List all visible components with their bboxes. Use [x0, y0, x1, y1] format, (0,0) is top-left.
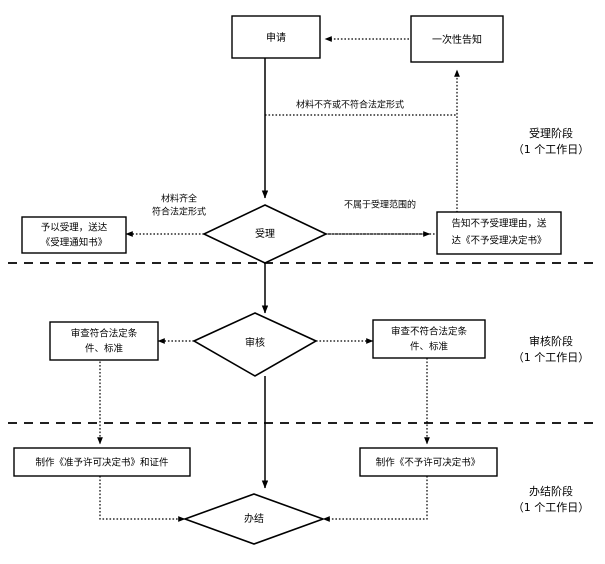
node-acceptance-label: 受理	[255, 228, 275, 240]
stage-label-completion-title: 办结阶段	[529, 484, 573, 498]
edge-accept-to-onetime	[300, 69, 460, 235]
edge-label-out-of-scope: 不属于受理范围的	[344, 199, 416, 211]
node-one-time-notice[interactable]: 一次性告知	[410, 15, 504, 63]
stage-label-completion: 办结阶段 （1 个工作日）	[513, 484, 590, 514]
stage-label-review-title: 审核阶段	[529, 334, 573, 348]
edge-permit-no-to-finish	[322, 476, 428, 522]
node-review-compliant[interactable]: 审查符合法定条 件、标准	[49, 321, 159, 361]
node-accept-and-notify-line1: 予以受理，送达	[41, 222, 108, 234]
node-review-label: 审核	[245, 336, 265, 349]
edge-permit-yes-to-finish	[99, 476, 186, 522]
node-review[interactable]: 审核	[192, 312, 318, 377]
node-review-noncompliant-line2: 件、标准	[410, 341, 449, 353]
node-review-noncompliant-line1: 审查不符合法定条	[391, 326, 468, 338]
node-review-compliant-line2: 件、标准	[85, 343, 124, 355]
stage-label-review-duration: （1 个工作日）	[513, 351, 590, 364]
node-apply-label: 申请	[266, 31, 286, 44]
node-one-time-notice-label: 一次性告知	[432, 33, 482, 46]
edge-label-materials-complete-line2: 符合法定形式	[152, 206, 206, 218]
edge-label-materials-complete-line1: 材料齐全	[161, 193, 197, 205]
stage-label-acceptance-duration: （1 个工作日）	[513, 143, 590, 156]
node-review-compliant-line1: 审查符合法定条	[71, 328, 138, 340]
edge-label-materials-incomplete: 材料不齐或不符合法定形式	[296, 99, 404, 111]
node-issue-permit-decision-label: 制作《准予许可决定书》和证件	[35, 457, 169, 469]
node-issue-permit-decision[interactable]: 制作《准予许可决定书》和证件	[13, 447, 191, 477]
node-deny-permit-decision-label: 制作《不予许可决定书》	[376, 457, 481, 469]
node-accept-and-notify[interactable]: 予以受理，送达 《受理通知书》	[21, 216, 127, 254]
node-reject-acceptance-line2: 达《不予受理决定书》	[451, 235, 546, 247]
stage-label-acceptance: 受理阶段 （1 个工作日）	[513, 126, 590, 156]
node-acceptance[interactable]: 受理	[202, 204, 328, 264]
stage-label-acceptance-title: 受理阶段	[529, 126, 573, 140]
node-deny-permit-decision[interactable]: 制作《不予许可决定书》	[359, 447, 498, 477]
node-reject-acceptance-line1: 告知不予受理理由，送	[451, 218, 547, 230]
node-completion[interactable]: 办结	[182, 493, 326, 545]
node-apply[interactable]: 申请	[231, 15, 321, 59]
stage-label-completion-duration: （1 个工作日）	[513, 501, 590, 514]
node-reject-acceptance-notice[interactable]: 告知不予受理理由，送 达《不予受理决定书》	[436, 211, 562, 255]
stage-label-review: 审核阶段 （1 个工作日）	[513, 334, 590, 364]
node-accept-and-notify-line2: 《受理通知书》	[41, 237, 108, 249]
node-review-noncompliant[interactable]: 审查不符合法定条 件、标准	[372, 319, 486, 359]
node-completion-label: 办结	[244, 512, 264, 525]
